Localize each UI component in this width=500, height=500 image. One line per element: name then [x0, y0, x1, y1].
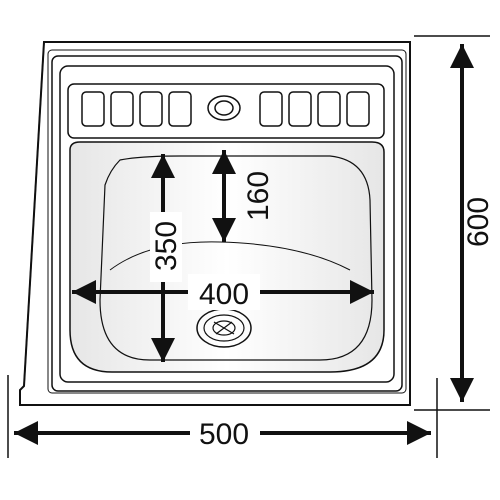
ledge-slot-right-1 — [259, 91, 283, 127]
label-overall-depth: 600 — [462, 197, 495, 247]
dimensions: 600 500 400 350 160 — [7, 35, 495, 458]
bowl-inner — [99, 155, 373, 361]
sink-outline — [19, 41, 411, 406]
sink-rim-bevel — [47, 49, 407, 394]
sink-rim-outer — [51, 55, 403, 392]
label-bowl-width: 400 — [199, 278, 249, 311]
drain-inner-ring — [212, 320, 236, 336]
ledge-slot-left-3 — [139, 91, 163, 127]
overflow-hole-outer — [207, 95, 241, 121]
bowl-curve — [109, 241, 351, 271]
label-bg-bowl-depth — [150, 212, 182, 282]
slots-right — [259, 91, 370, 127]
ledge-slot-right-4 — [346, 91, 370, 127]
bowl-outer — [69, 141, 385, 373]
label-bg-bowl-width — [188, 274, 260, 310]
overflow-hole-inner — [214, 100, 234, 116]
ledge-slot-left-1 — [81, 91, 105, 127]
ledge-panel — [67, 83, 385, 139]
ledge-slot-left-2 — [110, 91, 134, 127]
overflow-hole — [207, 95, 241, 121]
label-overall-width: 500 — [199, 418, 249, 451]
slots-left — [81, 91, 192, 127]
top-ledge — [67, 83, 385, 139]
bowl — [69, 141, 385, 373]
label-bowl-height: 160 — [242, 171, 275, 221]
drain-middle-ring — [203, 314, 245, 342]
sink-left-side — [23, 41, 45, 387]
label-bowl-depth: 350 — [150, 221, 183, 271]
ledge-slot-right-2 — [288, 91, 312, 127]
sink-rim-inner — [59, 65, 395, 383]
drain-grate — [213, 321, 235, 335]
label-bg-overall-width — [190, 414, 260, 450]
ledge-slot-right-3 — [317, 91, 341, 127]
ledge-slot-left-4 — [168, 91, 192, 127]
